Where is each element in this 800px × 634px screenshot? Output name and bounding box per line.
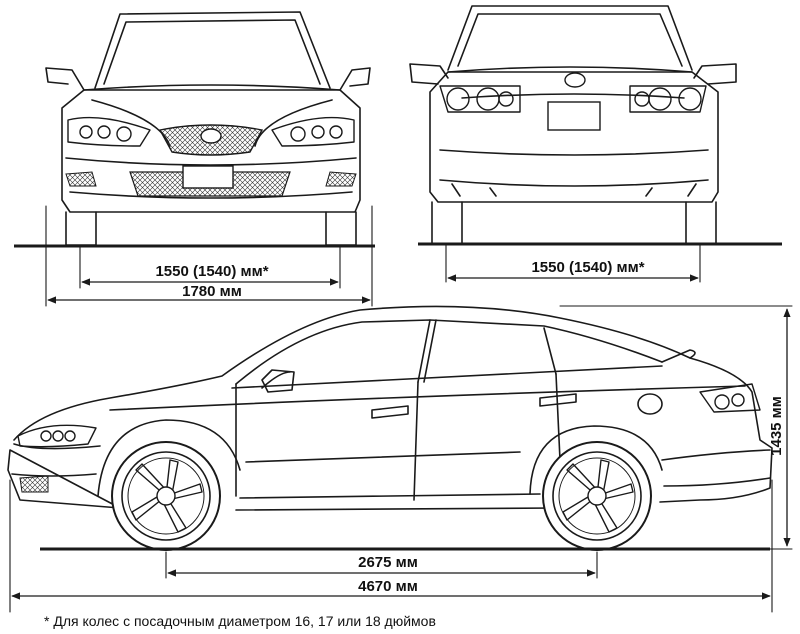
- side-car-body: [7, 305, 773, 511]
- rear-track-label: 1550 (1540) мм*: [531, 259, 644, 276]
- side-front-wheel: [111, 441, 221, 551]
- front-width-label: 1780 мм: [182, 283, 242, 300]
- side-taillight: [699, 383, 761, 413]
- front-logo-icon: [200, 128, 222, 144]
- side-length-label: 4670 мм: [358, 578, 418, 595]
- rear-tires: [431, 201, 717, 245]
- side-rear-wheel: [542, 441, 652, 551]
- rear-extension-lines: [445, 243, 701, 283]
- side-front-fog-vent: [19, 475, 49, 493]
- front-headlight-left: [67, 116, 151, 147]
- front-wheel-hub-logo: [156, 486, 176, 506]
- side-height-extension-lines: [559, 305, 793, 550]
- footnote: * Для колес с посадочным диаметром 16, 1…: [44, 613, 436, 629]
- side-extension-lines: [9, 479, 773, 613]
- rear-wheel-hub-logo: [587, 486, 607, 506]
- rear-car-body: [409, 5, 737, 203]
- front-lower-intake: [65, 165, 357, 197]
- rear-logo-icon: [564, 72, 586, 88]
- front-extension-lines: [45, 205, 373, 307]
- front-car-body: [45, 11, 371, 213]
- side-headlight: [17, 424, 97, 448]
- side-wheelbase-label: 2675 мм: [358, 554, 418, 571]
- front-license-plate: [182, 165, 234, 189]
- rear-taillight-left: [439, 85, 521, 113]
- rear-view: 1550 (1540) мм*: [409, 5, 782, 283]
- front-view: 1550 (1540) мм* 1780 мм: [14, 11, 375, 307]
- side-height-label: 1435 мм: [768, 396, 785, 456]
- side-view: 1435 мм 2675 мм 4670 мм: [7, 305, 793, 613]
- front-tires: [65, 211, 357, 246]
- front-grille: [158, 124, 264, 156]
- front-track-label: 1550 (1540) мм*: [155, 263, 268, 280]
- front-headlight-right: [271, 116, 355, 147]
- rear-license-plate: [547, 101, 601, 131]
- rear-taillight-right: [629, 85, 707, 113]
